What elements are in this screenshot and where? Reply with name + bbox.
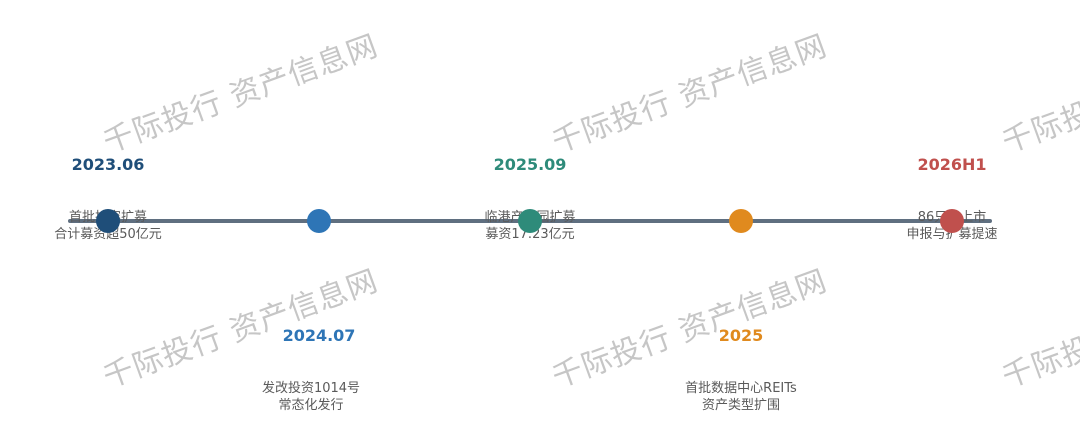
event-date: 2025.09 xyxy=(493,155,567,174)
event-marker xyxy=(940,209,964,233)
watermark: 千际投行 资产信息网 xyxy=(98,28,383,161)
event-description: 发改投资1014号 常态化发行 xyxy=(211,380,411,414)
event-description-line2: 合计募资超50亿元 xyxy=(54,227,162,242)
event-marker xyxy=(729,209,753,233)
watermark: 千际投行 资产信息网 xyxy=(997,28,1080,161)
event-description: 86只已上市 申报与扩募提速 xyxy=(852,209,1052,243)
event-date: 2024.07 xyxy=(282,326,356,345)
event-marker xyxy=(96,209,120,233)
watermark: 千际投行 资产信息网 xyxy=(997,263,1080,396)
watermark: 千际投行 资产信息网 xyxy=(547,28,832,161)
event-date: 2025 xyxy=(718,326,764,345)
event-marker xyxy=(518,209,542,233)
event-date: 2023.06 xyxy=(71,155,145,174)
event-description: 首批数据中心REITs 资产类型扩围 xyxy=(641,380,841,414)
event-description-line2: 申报与扩募提速 xyxy=(906,227,998,242)
event-date: 2026H1 xyxy=(917,155,987,174)
event-marker xyxy=(307,209,331,233)
event-description-line1: 首批数据中心REITs xyxy=(685,381,797,396)
event-description-line2: 常态化发行 xyxy=(278,398,344,413)
event-description-line1: 发改投资1014号 xyxy=(261,381,361,396)
event-description-line2: 资产类型扩围 xyxy=(701,398,780,413)
event-description-line2: 募资17.23亿元 xyxy=(485,227,575,242)
